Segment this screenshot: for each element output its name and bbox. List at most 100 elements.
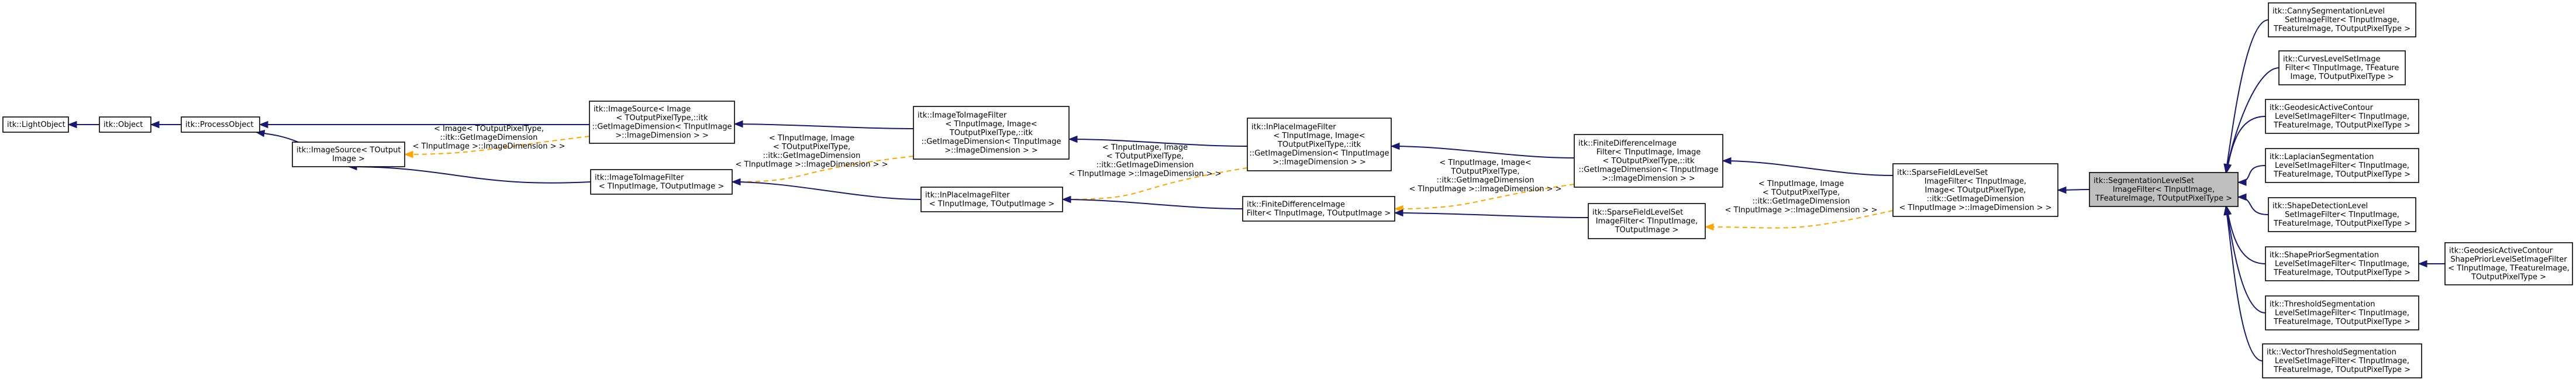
class-node-label: ImageFilter< TInputImage, — [1596, 217, 1698, 226]
class-node-box — [2089, 172, 2239, 207]
edge-inplace-img-imagetoimage-img — [1068, 139, 1248, 147]
class-node-label: itk::ProcessObject — [185, 120, 254, 129]
class-node-vectorthreshold[interactable]: itk::VectorThresholdSegmentationLevelSet… — [2262, 343, 2422, 378]
class-node-label: ::GetImageDimension< TInputImage — [1249, 149, 1389, 158]
class-node-box — [920, 187, 1063, 212]
class-node-box — [913, 106, 1070, 160]
class-node-label: itk::InPlaceImageFilter — [1251, 123, 1336, 132]
class-node-imagetoimage_img[interactable]: itk::ImageToImageFilter< TInputImage, Im… — [913, 106, 1070, 160]
class-node-label: itk::FiniteDifferenceImage — [1578, 139, 1677, 148]
class-node-processobject[interactable]: itk::ProcessObject — [181, 116, 260, 133]
class-node-box — [1588, 203, 1706, 239]
class-node-label: ShapePriorLevelSetImageFilter — [2450, 256, 2567, 264]
class-node-label: itk::ImageSource< Image — [594, 105, 691, 114]
edge-label-sparsefield: ::itk::GetImageDimension — [1753, 197, 1850, 206]
class-node-label: itk::ThresholdSegmentation — [2270, 300, 2375, 309]
arrowhead — [731, 178, 741, 186]
class-node-box — [589, 101, 735, 144]
arrowhead — [733, 120, 743, 128]
class-node-label: ::itk::GetImageDimension — [1927, 195, 2025, 204]
arrowhead — [2237, 178, 2247, 186]
class-node-box — [2265, 246, 2419, 281]
class-node-imagesource_img[interactable]: itk::ImageSource< Image< TOutputPixelTyp… — [589, 101, 735, 144]
class-node-label: TOutputPixelType > — [2471, 273, 2546, 282]
class-node-label: < TInputImage, TOutputImage > — [599, 182, 724, 191]
class-node-label: TFeatureImage, TOutputPixelType > — [2273, 170, 2411, 179]
edge-inplace-imagetoimage — [732, 181, 922, 200]
class-node-label: itk::ImageSource< TOutput — [296, 146, 401, 155]
class-node-label: TOutputPixelType,::itk — [949, 129, 1033, 137]
edges-layer — [67, 19, 2446, 361]
arrowhead — [1704, 223, 1714, 231]
class-node-label: itk::LaplacianSegmentation — [2270, 153, 2374, 161]
class-node-label: itk::SparseFieldLevelSet — [1592, 208, 1683, 217]
class-node-label: LevelSetImageFilter< TInputImage, — [2275, 161, 2409, 170]
class-node-imagesource_out[interactable]: itk::ImageSource< TOutputImage > — [292, 142, 405, 167]
class-node-label: >::ImageDimension > > — [615, 132, 709, 140]
class-node-label: TOutputPixelType,::itk — [1277, 140, 1361, 149]
class-node-label: < TInputImage, Image< — [1273, 132, 1365, 140]
class-node-label: itk::SparseFieldLevelSet — [1897, 168, 1988, 177]
class-node-label: itk::ShapePriorSegmentation — [2270, 251, 2379, 260]
arrowhead — [404, 150, 413, 159]
class-node-box — [99, 116, 151, 133]
class-node-label: < TOutputPixelType,::itk — [616, 114, 708, 123]
edge-label-finitediff: < TInputImage, Image< — [1439, 159, 1531, 167]
class-node-object[interactable]: itk::Object — [99, 116, 151, 133]
class-node-shapedetection[interactable]: itk::ShapeDetectionLevelSetImageFilter< … — [2268, 197, 2416, 232]
class-node-box — [2265, 295, 2419, 330]
arrowhead — [150, 120, 160, 129]
class-node-laplacian[interactable]: itk::LaplacianSegmentationLevelSetImageF… — [2265, 148, 2419, 183]
arrowhead — [2224, 163, 2232, 174]
class-node-label: TFeatureImage, TOutputPixelType > — [2095, 194, 2232, 203]
edge-label-imagetoimage: < TInputImage, Image — [769, 134, 854, 143]
class-node-label: < TInputImage >::ImageDimension > > — [1899, 204, 2052, 212]
class-node-label: itk::VectorThresholdSegmentation — [2267, 348, 2396, 357]
edge-label-imagetoimage: ::itk::GetImageDimension — [763, 151, 861, 160]
edge-label-inplace: < TInputImage >::ImageDimension > > — [1069, 170, 1222, 178]
class-node-canny[interactable]: itk::CannySegmentationLevelSetImageFilte… — [2268, 2, 2416, 37]
class-node-label: itk::GeodesicActiveContour — [2449, 247, 2553, 256]
class-node-imagetoimage_inout[interactable]: itk::ImageToImageFilter< TInputImage, TO… — [590, 169, 733, 195]
class-node-label: ::GetImageDimension< TInputImage — [1578, 166, 1718, 174]
class-node-label: itk::ImageToImageFilter — [595, 174, 684, 182]
edge-labels-layer: < Image< TOutputPixelType,::itk::GetImag… — [413, 125, 1878, 215]
class-node-inplace_inout[interactable]: itk::InPlaceImageFilter< TInputImage, TO… — [920, 187, 1063, 212]
edge-imagesource-template — [404, 136, 590, 155]
class-node-label: TFeatureImage, TOutputPixelType > — [2273, 219, 2411, 228]
class-node-geodesic[interactable]: itk::GeodesicActiveContourLevelSetImageF… — [2265, 99, 2419, 134]
class-node-shapeprior[interactable]: itk::ShapePriorSegmentationLevelSetImage… — [2265, 246, 2419, 281]
edge-label-sparsefield: < TInputImage, Image — [1758, 180, 1844, 188]
class-node-label: itk::GeodesicActiveContour — [2270, 104, 2374, 112]
class-node-label: >::ImageDimension > > — [1273, 158, 1366, 167]
class-node-label: LevelSetImageFilter< TInputImage, — [2275, 112, 2409, 121]
class-node-inplace_img[interactable]: itk::InPlaceImageFilter< TInputImage, Im… — [1247, 118, 1392, 171]
edge-finitediff-inplace — [1062, 199, 1243, 209]
edge-finitediff-img-inplace-img — [1391, 146, 1575, 159]
edge-label-imagesource: < Image< TOutputPixelType, — [434, 125, 544, 133]
class-node-geodesicshape[interactable]: itk::GeodesicActiveContourShapePriorLeve… — [2444, 242, 2573, 285]
class-node-label: Filter< TInputImage, TFeature — [2285, 64, 2399, 73]
edge-inplace-template — [1062, 167, 1248, 200]
class-node-label: < TInputImage, TFeatureImage, — [2448, 264, 2570, 273]
class-node-label: Image, TOutputPixelType > — [2290, 73, 2394, 81]
class-node-threshold[interactable]: itk::ThresholdSegmentationLevelSetImageF… — [2265, 295, 2419, 330]
edge-label-finitediff: TOutputPixelType, — [1450, 167, 1519, 176]
class-node-box — [1247, 118, 1392, 171]
arrowhead — [1061, 195, 1071, 204]
class-node-lightobject[interactable]: itk::LightObject — [2, 116, 69, 133]
edge-label-sparsefield: < TOutputPixelType, — [1763, 188, 1840, 197]
edge-shapedetection-segmentation — [2237, 196, 2269, 215]
edge-label-imagetoimage: < TInputImage >::ImageDimension > > — [736, 160, 888, 169]
class-node-box — [2265, 148, 2419, 183]
class-node-label: itk::InPlaceImageFilter — [925, 191, 1010, 200]
class-node-box — [181, 116, 260, 133]
edge-laplacian-segmentation — [2237, 165, 2266, 183]
arrowhead — [67, 120, 77, 129]
